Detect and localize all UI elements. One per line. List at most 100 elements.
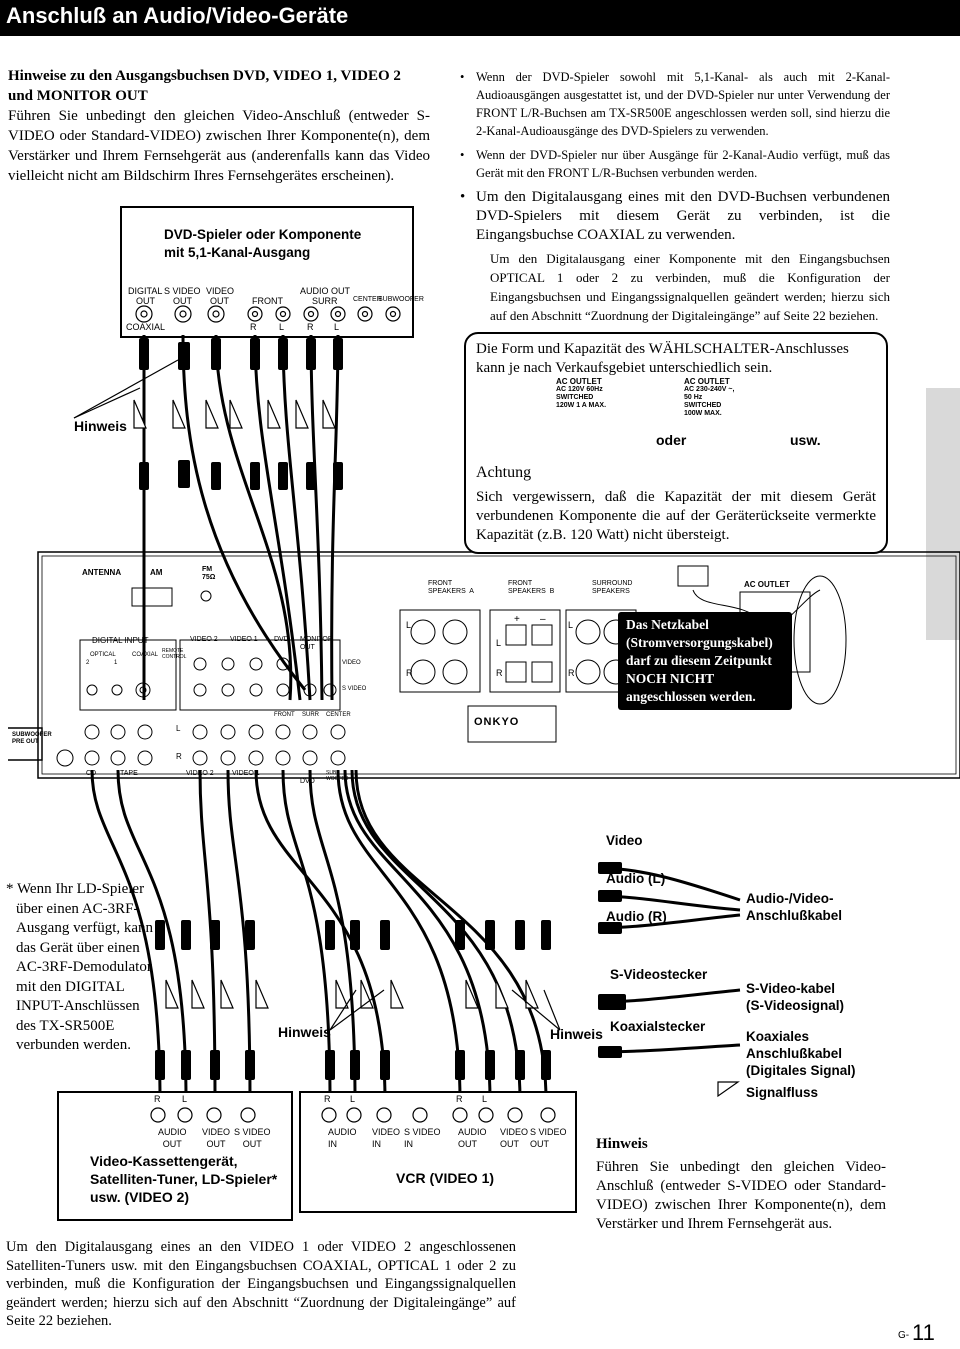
legend-signal-flow: Signalfluss: [746, 1085, 819, 1100]
page-number: 11: [912, 1320, 935, 1345]
legend-svideo-plug: S-Videostecker: [610, 967, 708, 982]
dvd-audio-out-label: AUDIO OUT: [300, 286, 351, 296]
ld-footnote: * Wenn Ihr LD-Spieler über einen AC-3RF-…: [6, 881, 154, 1053]
rcv-optical: OPTICAL: [90, 652, 116, 658]
legend-video: Video: [606, 833, 643, 848]
dvd-coaxial-label: COAXIAL: [126, 322, 166, 332]
v2-video-out: VIDEO OUT: [202, 1127, 231, 1149]
dvd-svideo-label: S VIDEO: [164, 286, 201, 296]
rcv-audio-r: R: [176, 752, 182, 761]
bottom-paragraph: Um den Digitalausgang eines an den VIDEO…: [6, 1239, 516, 1329]
lower-plugs: [155, 920, 551, 1080]
dvd-plugs: [139, 338, 343, 490]
lower-signal-arrows: [165, 979, 539, 1009]
dvd-digital-out-label: OUT: [136, 296, 155, 306]
note-bullet-3: Um den Digitalausgang eines mit den DVD-…: [458, 188, 890, 245]
outlet2-label: AC OUTLET AC 230-240V ~, 50 Hz SWITCHED …: [684, 378, 734, 418]
right-notes: Wenn der DVD-Spieler sowohl mit 5,1-Kana…: [458, 68, 890, 325]
rcv-spk-b-l: L: [496, 638, 502, 648]
dvd-cables: [142, 334, 340, 701]
hinweis-bottom-title: Hinweis: [596, 1136, 648, 1152]
vcr-in-l: L: [350, 1094, 356, 1104]
rcv-antenna: ANTENNA: [82, 568, 122, 577]
rcv-front-speakers-b: FRONT SPEAKERS B: [508, 580, 555, 595]
rcv-dvd-bottom: DVD: [300, 778, 315, 785]
vcr-video-in: VIDEO IN: [372, 1127, 401, 1149]
rcv-surr: SURR: [302, 712, 320, 718]
power-cord-callout: Das Netzkabel (Stromversorgungskabel) da…: [618, 612, 792, 710]
dvd-front-label: FRONT: [252, 296, 283, 306]
hinweis-mid-lines: [329, 989, 561, 1031]
dvd-surr-r: R: [307, 322, 314, 332]
hinweis-bottom-text: Führen Sie unbedingt den gleichen Video-…: [596, 1159, 886, 1232]
intro-section: Hinweise zu den Ausgangsbuchsen DVD, VID…: [8, 66, 430, 186]
device-jacks: [150, 1107, 556, 1123]
rcv-front: FRONT: [274, 712, 295, 718]
device-panels: [57, 1091, 577, 1221]
legend-audio-l: Audio (L): [606, 871, 666, 886]
outlet2-title: AC OUTLET: [684, 377, 730, 386]
v2-l: L: [182, 1094, 188, 1104]
usw-label: usw.: [790, 432, 821, 448]
dvd-front-l: L: [279, 322, 285, 332]
rcv-digital-input: DIGITAL INPUT: [92, 636, 149, 645]
dvd-title-line2: mit 5,1-Kanal-Ausgang: [164, 245, 311, 260]
legend-plugs: [598, 862, 626, 1058]
dvd-svideo-out-label: OUT: [173, 296, 192, 306]
onkyo-logo: ONKYO: [474, 716, 520, 728]
dvd-subwoofer-label: SUBWOOFER: [378, 296, 424, 303]
rcv-tape: TAPE: [120, 770, 138, 777]
hinweis-mid-label: Hinweis: [278, 1024, 331, 1040]
outlet1-spec1: AC 120V 60Hz: [556, 386, 603, 393]
rcv-monitor-out: MONITOR OUT: [300, 636, 333, 651]
legend-coax-plug: Koaxialstecker: [610, 1019, 706, 1034]
hinweis-right-label: Hinweis: [550, 1026, 603, 1042]
outlet-note-box: [464, 332, 888, 554]
dvd-jacks: [135, 305, 401, 323]
v2-r: R: [154, 1094, 161, 1104]
outlet2-spec1: AC 230-240V ~,: [684, 386, 735, 393]
dvd-player-title: DVD-Spieler oder Komponente mit 5,1-Kana…: [164, 226, 361, 262]
rcv-video2-bottom: VIDEO 2: [186, 770, 214, 777]
side-tab-marker: [926, 388, 960, 640]
rcv-subwoofer-pre-out: SUBWOOFER PRE OUT: [12, 732, 52, 745]
note-bullet-2: Wenn der DVD-Spieler nur über Ausgänge f…: [458, 146, 890, 182]
rcv-video2: VIDEO 2: [190, 636, 218, 643]
vcr-svideo-in: S VIDEO IN: [404, 1127, 441, 1149]
rcv-spk-s-r: R: [568, 668, 575, 678]
vcr-out-r: R: [456, 1094, 463, 1104]
receiver-rear-panel: [8, 551, 960, 779]
legend-coax-cable: Koaxiales Anschlußkabel (Digitales Signa…: [746, 1029, 856, 1078]
outlet1-spec3: 120W 1 A MAX.: [556, 402, 607, 409]
page-title: Anschluß an Audio/Video-Geräte: [6, 3, 349, 28]
rcv-optical-2: 2: [86, 660, 90, 666]
signal-flow-arrows: [133, 399, 336, 429]
v2-svideo-out: S VIDEO OUT: [234, 1127, 271, 1149]
outlet1-title: AC OUTLET: [556, 377, 602, 386]
rcv-svideo-label: S VIDEO: [342, 686, 367, 692]
outlet2-spec2: 50 Hz: [684, 394, 703, 401]
rcv-coaxial: COAXIAL: [132, 652, 159, 658]
v2-audio-out: AUDIO OUT: [158, 1127, 187, 1149]
dvd-title-line1: DVD-Spieler oder Komponente: [164, 227, 362, 242]
rcv-fm: FM: [202, 566, 213, 573]
legend-svideo-cable: S-Video-kabel (S-Videosignal): [746, 981, 845, 1013]
rcv-video1-bottom: VIDEO 1: [232, 770, 260, 777]
vcr-out-l: L: [482, 1094, 488, 1104]
rcv-spk-b-plus: +: [514, 614, 520, 625]
header-bar: [0, 0, 960, 36]
rcv-center: CENTER: [326, 712, 351, 718]
vcr-audio-out: AUDIO OUT: [458, 1127, 487, 1149]
vcr-svideo-out: S VIDEO OUT: [530, 1127, 567, 1149]
rcv-front-speakers-a: FRONT SPEAKERS A: [428, 580, 474, 595]
rcv-spk-s-l: L: [568, 620, 574, 630]
note-bullet-3-extra: Um den Digitalausgang einer Komponente m…: [490, 251, 890, 323]
legend-av-cable: Audio-/Video- Anschlußkabel: [746, 891, 843, 923]
legend-audio-r: Audio (R): [606, 909, 667, 924]
rcv-am: AM: [150, 568, 163, 577]
outlet-note-text: Die Form und Kapazität des WÄHLSCHALTER-…: [476, 341, 849, 376]
note-bullet-1: Wenn der DVD-Spieler sowohl mit 5,1-Kana…: [458, 68, 890, 140]
caution-title: Achtung: [476, 464, 532, 481]
rcv-fm-ohm: 75Ω: [202, 574, 216, 581]
